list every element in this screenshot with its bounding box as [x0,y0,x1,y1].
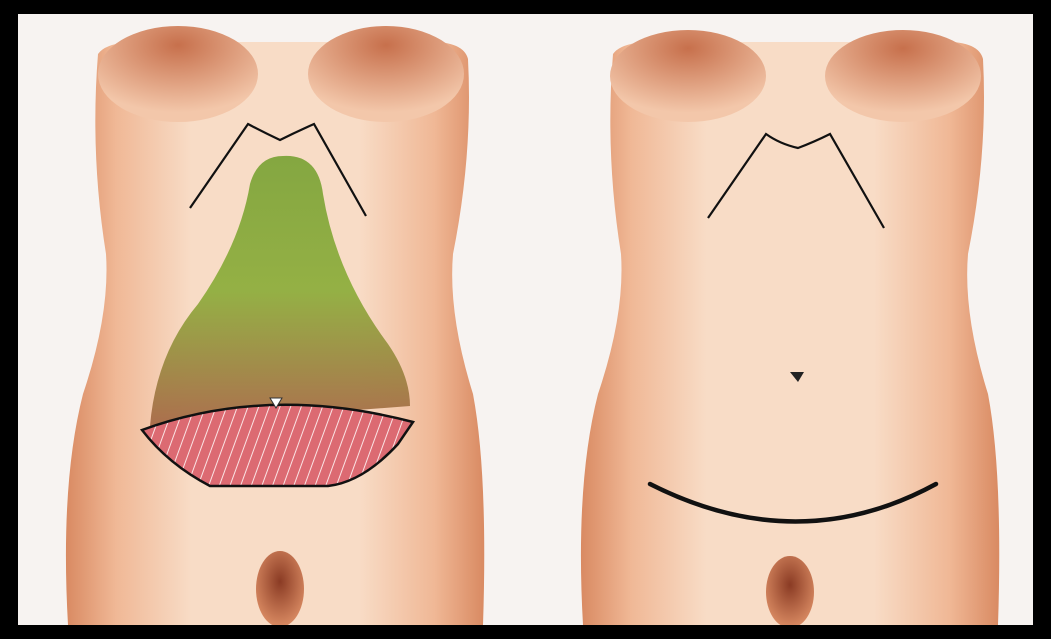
before-groin [256,551,304,625]
after-groin [766,556,814,625]
after-torso-body [581,42,999,626]
before-torso [66,26,484,625]
after-left-breast [610,30,766,122]
illustration-panel [18,14,1033,625]
abdominoplasty-illustration [18,14,1033,625]
after-right-breast [825,30,981,122]
before-left-breast [98,26,258,122]
before-right-breast [308,26,464,122]
after-torso [581,30,999,625]
